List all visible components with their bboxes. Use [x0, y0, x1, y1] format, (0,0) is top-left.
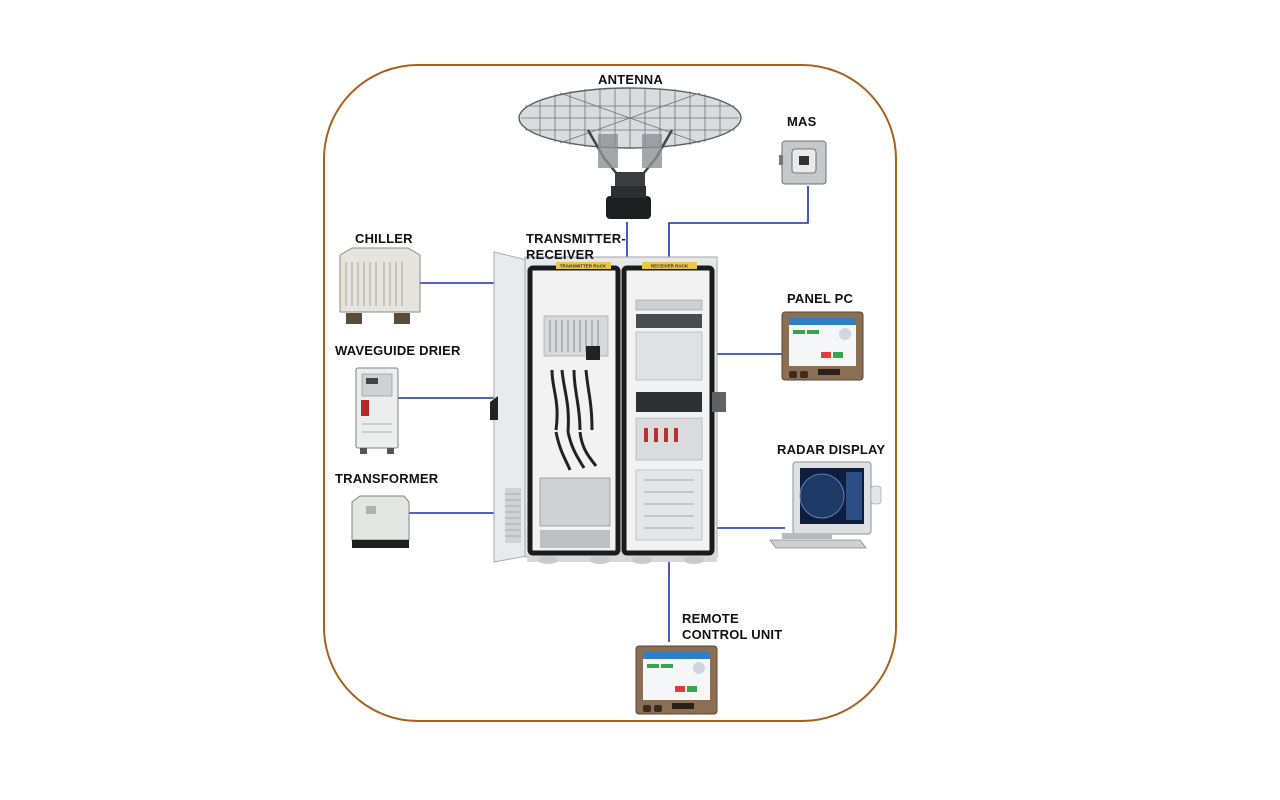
label-remote-control-unit-line1: REMOTE	[682, 611, 739, 626]
panel-pc-illustration	[781, 311, 864, 381]
label-panel-pc: PANEL PC	[787, 291, 854, 306]
label-mas: MAS	[787, 114, 817, 129]
label-waveguide-drier: WAVEGUIDE DRIER	[335, 343, 461, 358]
connector-mas	[668, 186, 809, 270]
system-boundary-frame	[323, 64, 897, 722]
right-rack-tag: RECEIVER RACK	[651, 264, 689, 269]
radar-display-illustration	[769, 461, 882, 549]
label-remote-control-unit-line2: CONTROL UNIT	[682, 627, 783, 642]
remote-control-unit-illustration	[635, 645, 718, 715]
label-transmitter-receiver-line2: RECEIVER	[526, 247, 595, 262]
label-transmitter-receiver: TRANSMITTER- RECEIVER	[526, 231, 626, 263]
label-transmitter-receiver-line1: TRANSMITTER-	[526, 231, 626, 246]
antenna-illustration	[518, 87, 742, 219]
label-radar-display: RADAR DISPLAY	[777, 442, 886, 457]
chiller-illustration	[339, 247, 421, 324]
label-remote-control-unit: REMOTE CONTROL UNIT	[682, 611, 782, 643]
mas-illustration	[779, 140, 827, 185]
transformer-illustration	[351, 495, 410, 548]
left-rack-tag: TRANSMITTER RACK	[560, 264, 607, 269]
waveguide-drier-illustration	[355, 367, 399, 454]
label-transformer: TRANSFORMER	[335, 471, 439, 486]
transmitter-receiver-cabinet: TRANSMITTER RACK RECEIVER RACK	[490, 251, 726, 564]
label-antenna: ANTENNA	[598, 72, 663, 87]
label-chiller: CHILLER	[355, 231, 413, 246]
